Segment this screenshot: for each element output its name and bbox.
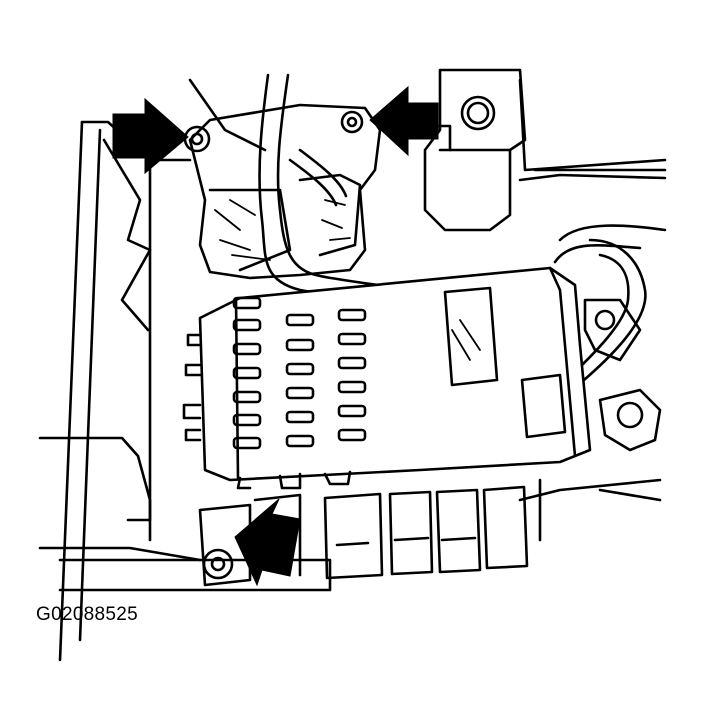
upper-bracket — [423, 68, 527, 232]
fuse-box — [182, 266, 592, 490]
figure-caption: G02088525 — [36, 604, 139, 625]
lower-left-bolt — [202, 548, 234, 580]
arrow-lower-left — [234, 498, 301, 587]
upper-right-bolt — [340, 110, 364, 134]
relay-blocks — [323, 478, 542, 580]
arrow-upper-right — [369, 85, 439, 157]
lower-bracket — [198, 493, 302, 587]
arrow-upper-left — [112, 97, 189, 175]
upper-left-bolt — [183, 125, 211, 153]
fuse-slots — [232, 296, 367, 450]
